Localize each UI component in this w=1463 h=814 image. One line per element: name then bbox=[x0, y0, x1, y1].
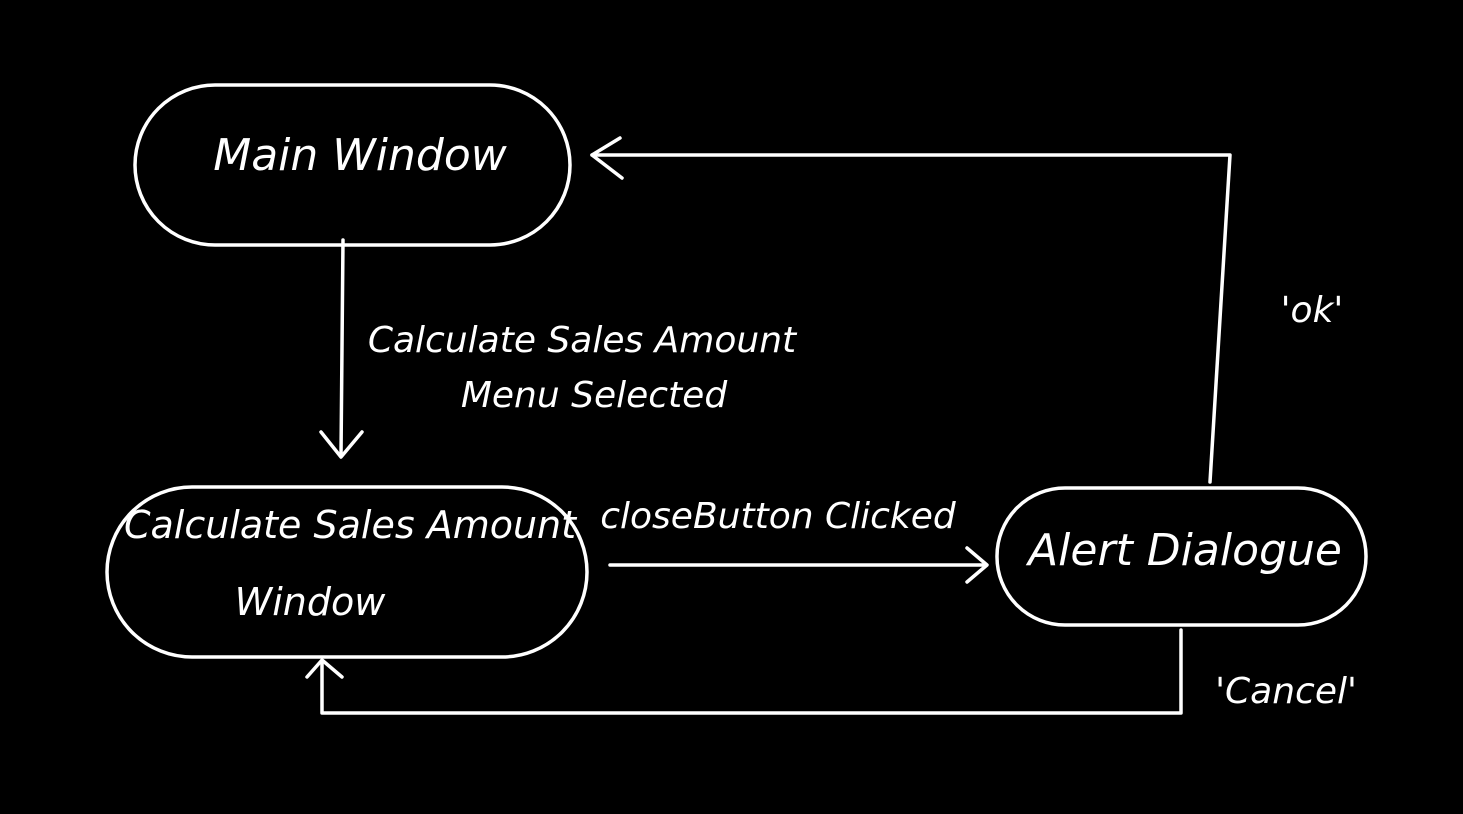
edge-close-button-clicked: closeButton Clicked bbox=[600, 496, 989, 584]
edge-menu-selected-arrowhead bbox=[319, 430, 364, 459]
main-window-label: Main Window bbox=[213, 130, 507, 181]
node-calculate-sales-amount-window: Calculate Sales Amount Window bbox=[105, 485, 589, 659]
edge-menu-selected-label-line2: Menu Selected bbox=[461, 375, 728, 416]
edge-cancel: 'Cancel' bbox=[305, 628, 1357, 715]
edge-menu-selected-line bbox=[339, 238, 345, 457]
edge-ok-arrowhead bbox=[590, 136, 624, 180]
calc-window-label-line2: Window bbox=[235, 580, 387, 624]
calc-window-label-line1: Calculate Sales Amount bbox=[124, 503, 578, 547]
edge-cancel-label: 'Cancel' bbox=[1215, 671, 1357, 712]
edge-ok-line bbox=[590, 153, 1232, 484]
main-window-shape bbox=[133, 83, 572, 247]
node-alert-dialogue: Alert Dialogue bbox=[995, 486, 1368, 627]
edge-menu-selected: Calculate Sales Amount Menu Selected bbox=[319, 238, 798, 459]
edge-menu-selected-label-line1: Calculate Sales Amount bbox=[368, 320, 798, 361]
edge-cancel-line bbox=[320, 628, 1183, 715]
node-main-window: Main Window bbox=[133, 83, 572, 247]
alert-dialogue-label: Alert Dialogue bbox=[1025, 525, 1342, 576]
edge-close-clicked-arrowhead bbox=[965, 546, 989, 584]
calc-window-shape bbox=[105, 485, 589, 659]
edge-close-clicked-label: closeButton Clicked bbox=[600, 496, 957, 537]
alert-dialogue-shape bbox=[995, 486, 1368, 627]
edge-ok-label: 'ok' bbox=[1281, 290, 1344, 331]
edge-ok: 'ok' bbox=[590, 136, 1344, 484]
edge-cancel-arrowhead bbox=[305, 658, 344, 679]
